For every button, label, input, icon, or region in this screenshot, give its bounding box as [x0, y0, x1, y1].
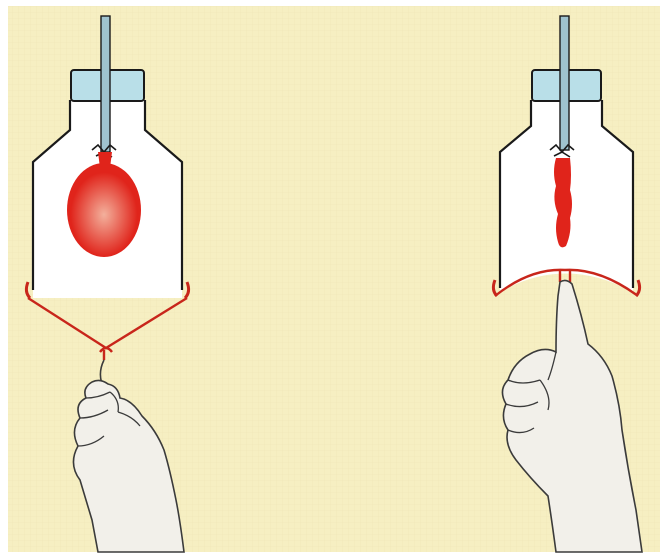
right-balloon-deflated [554, 158, 572, 247]
left-glass-tube [101, 16, 110, 152]
left-balloon-inflated [67, 163, 141, 257]
right-glass-tube [560, 16, 569, 150]
